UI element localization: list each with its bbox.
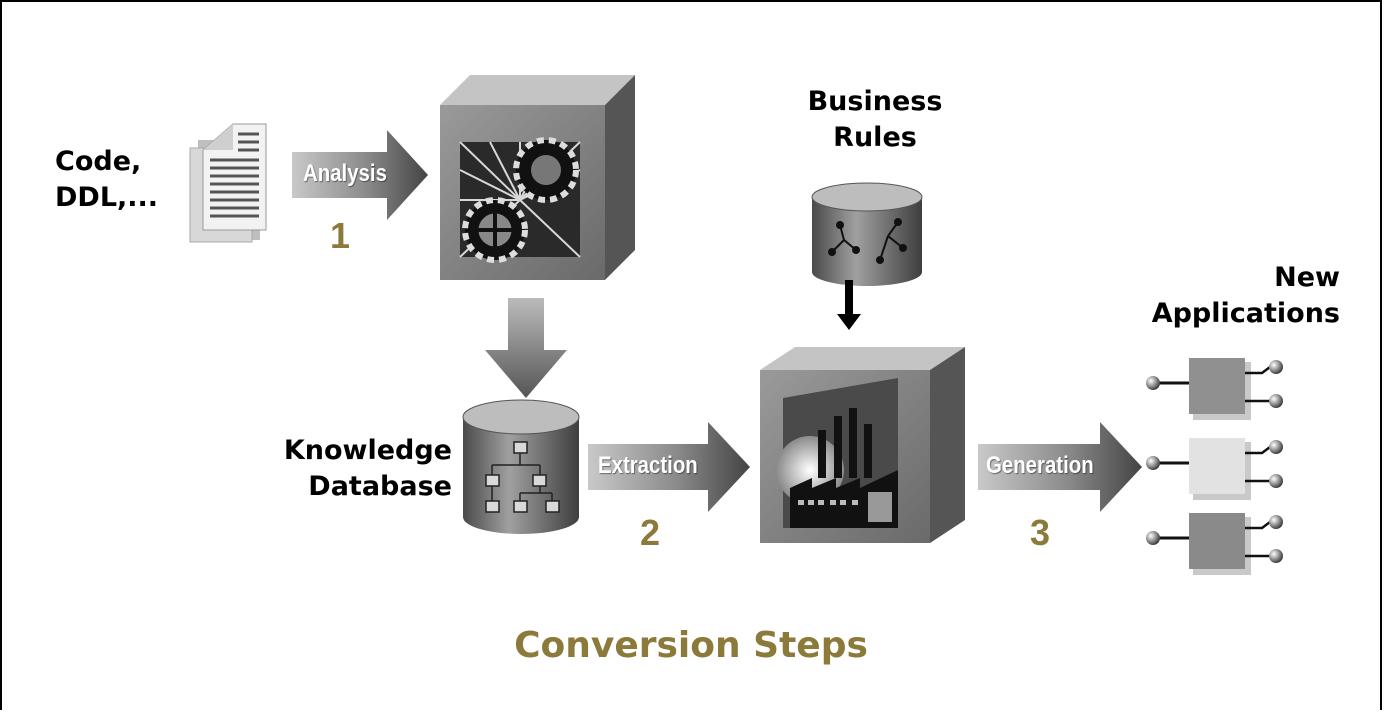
step-number-2: 2 — [640, 512, 661, 553]
new-apps-line2: Applications — [1151, 298, 1340, 329]
step-number-1: 1 — [330, 215, 351, 256]
business-rules-line1: Business — [807, 86, 943, 117]
source-label: Code, DDL,... — [55, 144, 185, 216]
new-apps-line1: New — [1274, 262, 1340, 293]
source-label-line2: DDL,... — [55, 182, 159, 213]
generation-arrow — [978, 422, 1142, 512]
factory-cube-icon — [760, 347, 965, 543]
business-rules-cylinder-icon — [811, 182, 923, 286]
application-module-icon — [1146, 438, 1283, 500]
application-module-icon — [1146, 358, 1283, 420]
gears-cube-icon — [440, 75, 635, 280]
analysis-arrow — [292, 130, 428, 220]
extraction-arrow — [588, 422, 750, 512]
down-arrow — [485, 298, 567, 398]
source-label-line1: Code, — [55, 146, 142, 177]
generation-arrow-label: Generation — [986, 452, 1094, 479]
application-module-icon — [1146, 513, 1283, 575]
business-rules-line2: Rules — [833, 122, 917, 153]
new-applications-label: New Applications — [1140, 260, 1340, 332]
knowledge-line2: Database — [308, 471, 452, 502]
document-icon — [189, 123, 267, 243]
extraction-arrow-label: Extraction — [598, 452, 698, 479]
business-rules-label: Business Rules — [790, 84, 960, 156]
step-number-3: 3 — [1030, 512, 1051, 553]
diagram-caption: Conversion Steps — [514, 625, 868, 666]
knowledge-database-icon — [462, 399, 580, 534]
knowledge-line1: Knowledge — [283, 435, 452, 466]
knowledge-database-label: Knowledge Database — [262, 433, 452, 505]
rules-arrow — [837, 280, 861, 330]
analysis-arrow-label: Analysis — [303, 160, 387, 187]
